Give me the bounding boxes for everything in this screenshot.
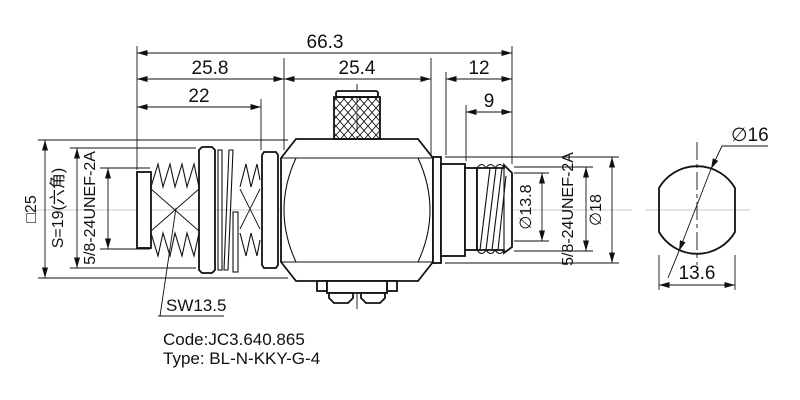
dim-total-length: 66.3 [307,32,344,53]
lock-washer [223,149,234,271]
thread-top-1 [150,161,200,190]
helix-line [485,167,497,251]
right-cylinder [440,163,466,257]
end-view [658,165,736,255]
foot-left [328,292,354,304]
hex-flat-line [150,188,200,232]
body-left-arc [283,157,297,263]
left-connector [136,146,279,274]
dim-right-section: 12 [468,58,489,79]
body-octagon [280,138,434,282]
helix-line [491,167,503,251]
dim-right-thread-length: 9 [484,91,495,112]
thread-top-2 [239,163,261,188]
thread-crest-bottom [476,248,505,255]
dim-left-thread-length: 22 [188,86,209,107]
step-ring [432,156,442,264]
main-body [280,90,434,304]
dim-end-view-flat: 13.6 [679,263,716,284]
dim-thread-minor-dia: ∅13.8 [518,184,535,229]
leader-wrench-size [159,207,177,317]
hex-flat-line [239,188,261,230]
body-right-arc [417,157,431,263]
neck-groove [464,167,478,251]
thread-bottom-2 [239,232,261,257]
flat-washer [217,149,223,271]
flange-plate [261,151,279,269]
foot-tab-left [316,280,328,292]
thread-bottom-1 [150,230,200,259]
end-view-outline [658,165,736,255]
foot-right [360,292,386,304]
washer-partial [232,211,239,273]
leader-dia16-diagonal [678,168,712,252]
dimensions: 66.3 25.8 25.4 12 22 9 □25 S=19(六角) 5/8-… [23,32,769,317]
helix-line [497,175,507,251]
dim-wrench-size: SW13.5 [166,296,226,315]
dim-right-thread-spec: 5/8-24UNEF-2A [560,152,577,266]
dim-hex-size: S=19(六角) [49,168,67,248]
dim-end-view-dia: ∅16 [731,125,769,146]
jam-nut [198,146,216,274]
dim-left-thread-spec: 5/8-24UNEF-2A [82,151,99,265]
leader-dia16-arrow-top [710,145,723,170]
right-connector [432,156,513,264]
dim-left-section: 25.8 [192,58,229,79]
dim-body-square: □25 [23,195,40,223]
helix-line [479,167,491,251]
note-code: Code:JC3.640.865 [163,330,305,349]
notes: Code:JC3.640.865 Type: BL-N-KKY-G-4 [163,330,320,368]
leader-dia16-overshoot [667,250,680,279]
knob-cap [335,90,379,98]
note-type: Type: BL-N-KKY-G-4 [163,349,320,368]
dim-body-section: 25.4 [339,58,376,79]
mating-face [136,171,152,249]
foot-tab-right [386,280,398,292]
foot-plate [326,280,388,294]
knurled-knob [333,96,381,140]
dim-right-outer-dia: ∅18 [588,194,605,226]
thread-crest-top [476,163,505,170]
